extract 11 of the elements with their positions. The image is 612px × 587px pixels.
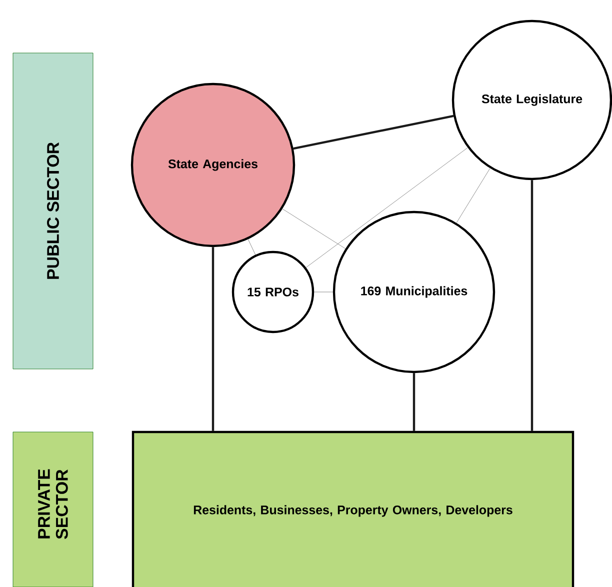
connector-line (248, 238, 256, 256)
connector-line (412, 373, 416, 431)
sector-band: PUBLIC SECTOR (12, 52, 94, 370)
connector-line (530, 180, 534, 431)
sector-band: PRIVATE SECTOR (12, 432, 94, 587)
connector-line (282, 208, 346, 249)
connector-line (456, 168, 490, 224)
connector-line (212, 247, 214, 431)
stakeholder-box: Residents, Businesses, Property Owners, Developers (132, 430, 574, 587)
connector-line (306, 147, 468, 268)
connector-line (293, 114, 454, 150)
